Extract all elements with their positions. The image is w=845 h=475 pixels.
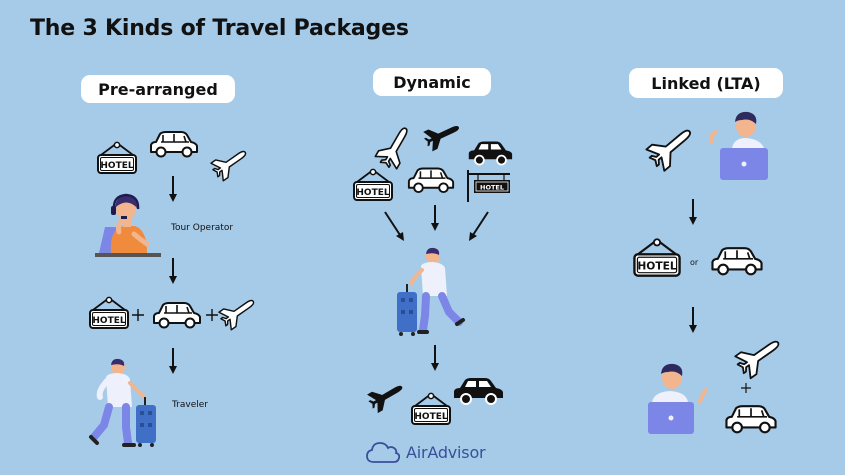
plus-icon: [132, 309, 144, 321]
arrow-down-icon: [168, 257, 178, 285]
arrow-down-icon: [430, 204, 440, 232]
airplane-solid-icon: [421, 117, 464, 153]
car-solid-icon: [467, 140, 513, 166]
airplane-icon: [373, 121, 418, 172]
svg-text:HOTEL: HOTEL: [100, 161, 133, 171]
hotel-sign-icon: HOTEL: [97, 141, 137, 174]
svg-text:HOTEL: HOTEL: [356, 188, 389, 198]
car-solid-icon: [453, 377, 504, 405]
car-icon: [407, 167, 455, 194]
svg-text:HOTEL: HOTEL: [414, 412, 447, 422]
car-icon: [725, 405, 777, 434]
car-icon: [711, 247, 763, 276]
airplane-icon: [643, 119, 700, 174]
airplane-icon: [732, 330, 787, 381]
hotel-sign-icon: HOTEL: [411, 392, 451, 425]
brand-name: AirAdvisor: [406, 442, 486, 462]
arrow-diagonal-icon: [384, 211, 404, 241]
arrow-down-icon: [168, 175, 178, 203]
airplane-solid-icon: [365, 377, 408, 415]
car-icon: [153, 302, 201, 329]
brand-logo: AirAdvisor: [366, 440, 486, 464]
svg-text:HOTEL: HOTEL: [480, 184, 504, 192]
arrow-down-icon: [688, 306, 698, 334]
person-laptop-illustration: [648, 363, 708, 434]
traveler-illustration: [89, 358, 156, 447]
traveler-illustration: [397, 247, 465, 336]
plus-icon: [741, 383, 751, 393]
svg-text:HOTEL: HOTEL: [637, 260, 677, 273]
arrow-down-icon: [168, 347, 178, 375]
hotel-sign-icon: HOTEL: [633, 238, 681, 277]
hotel-hanging-sign-icon: HOTEL: [467, 170, 510, 202]
person-laptop-illustration: [709, 111, 768, 180]
or-label: or: [690, 258, 699, 267]
svg-text:HOTEL: HOTEL: [92, 316, 125, 326]
tour-operator-label: Tour Operator: [171, 223, 234, 233]
heading-dynamic: Dynamic: [373, 68, 491, 96]
heading-linked: Linked (LTA): [629, 68, 783, 98]
car-icon: [150, 131, 198, 158]
arrow-down-icon: [430, 344, 440, 372]
arrow-diagonal-icon: [469, 211, 489, 241]
arrow-down-icon: [688, 198, 698, 226]
traveler-label: Traveler: [172, 400, 208, 410]
tour-operator-illustration: [95, 193, 161, 257]
hotel-sign-icon: HOTEL: [353, 168, 393, 201]
airplane-icon: [208, 142, 253, 183]
plus-icon: [206, 309, 218, 321]
airplane-icon: [216, 291, 261, 332]
cloud-icon: [366, 442, 400, 463]
heading-pre-arranged: Pre-arranged: [81, 75, 235, 103]
hotel-sign-icon: HOTEL: [89, 296, 129, 329]
page-title: The 3 Kinds of Travel Packages: [30, 16, 409, 41]
